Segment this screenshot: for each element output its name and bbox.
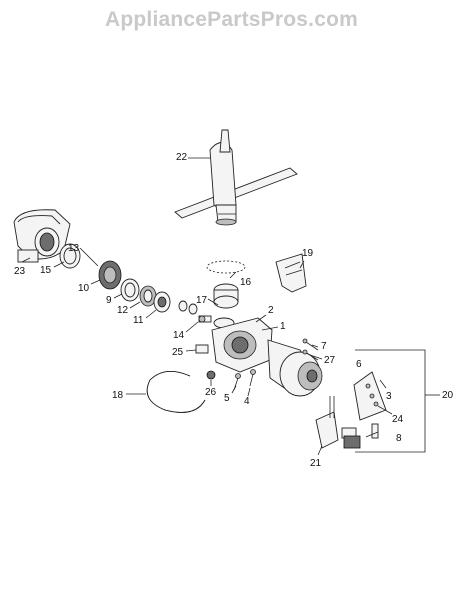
label-21: 21 (310, 458, 322, 469)
label-3: 3 (386, 391, 392, 402)
label-7: 7 (321, 341, 327, 352)
label-9: 9 (106, 295, 112, 306)
watermark-text: AppliancePartsPros.com (105, 8, 358, 31)
label-13: 13 (68, 243, 80, 254)
label-8: 8 (396, 433, 402, 444)
seal-11 (153, 291, 171, 313)
bracket-19 (275, 253, 307, 293)
hose-clamp (59, 243, 81, 269)
label-17: 17 (196, 295, 208, 306)
leader-lines (21, 157, 393, 456)
label-22: 22 (176, 152, 188, 163)
label-20: 20 (442, 390, 454, 401)
callout-labels: 22 23 15 13 10 9 12 11 14 16 17 19 2 1 7… (14, 152, 454, 469)
label-24: 24 (392, 414, 404, 425)
fitting-25 (195, 344, 209, 354)
label-11: 11 (133, 315, 144, 326)
label-23: 23 (14, 266, 26, 277)
label-12: 12 (117, 305, 129, 316)
label-18: 18 (112, 390, 124, 401)
screw-5 (233, 373, 241, 391)
screw-4 (249, 369, 256, 387)
label-27: 27 (324, 355, 336, 366)
spray-arm (174, 129, 298, 226)
label-14: 14 (173, 330, 185, 341)
label-26: 26 (205, 387, 217, 398)
switch-8 (341, 427, 361, 449)
drain-hose-18 (146, 371, 206, 413)
label-15: 15 (40, 265, 52, 276)
label-25: 25 (172, 347, 184, 358)
label-4: 4 (244, 396, 250, 407)
screw-27 (302, 349, 319, 361)
label-5: 5 (224, 393, 230, 404)
nut-26 (206, 370, 216, 380)
motor (279, 351, 323, 397)
label-16: 16 (240, 277, 252, 288)
label-1: 1 (280, 321, 286, 332)
label-2: 2 (268, 305, 274, 316)
pump-inlet-housing (13, 209, 71, 263)
part-group-20-bracket (353, 349, 440, 453)
screw-7 (302, 338, 319, 351)
seal-ring-9 (120, 278, 140, 302)
label-19: 19 (302, 248, 314, 259)
label-6: 6 (356, 359, 362, 370)
label-10: 10 (78, 283, 90, 294)
gasket-16 (206, 260, 246, 309)
fittings-14 (178, 300, 212, 323)
mount-bracket-21 (315, 396, 339, 449)
impeller (98, 260, 122, 290)
